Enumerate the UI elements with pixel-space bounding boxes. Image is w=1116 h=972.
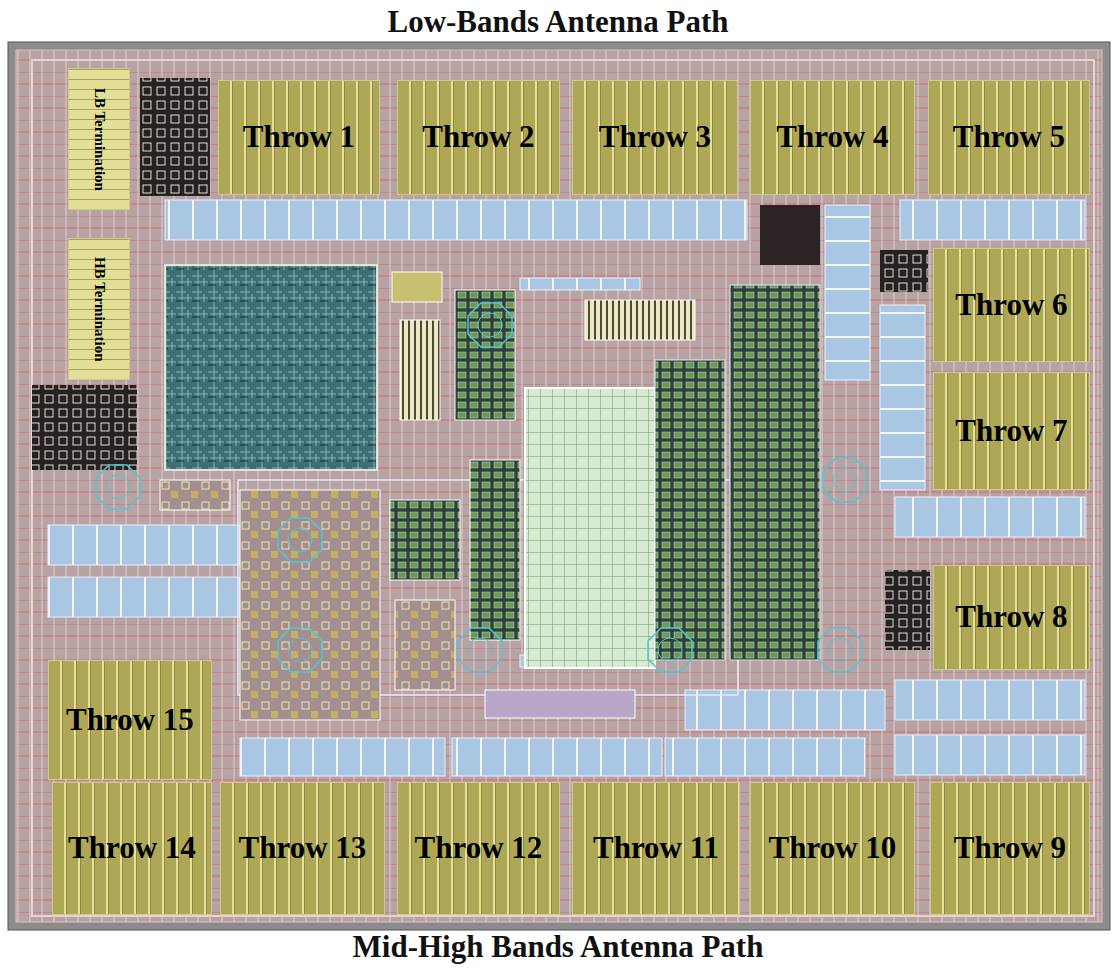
termination-block: LB Termination <box>68 68 130 210</box>
layout-shape <box>452 738 662 776</box>
layout-shape <box>278 518 322 562</box>
node-label: Throw 12 <box>415 831 543 865</box>
layout-shape <box>240 490 380 720</box>
layout-shape <box>730 285 820 660</box>
throw-switch: Throw 7 <box>933 372 1090 490</box>
inductor-octagons <box>78 138 867 672</box>
layout-shape <box>140 78 210 196</box>
node-label: Throw 11 <box>593 831 719 865</box>
diagram-title: Low-Bands Antenna Path <box>0 4 1116 40</box>
layout-shape <box>895 735 1085 775</box>
node-label: Throw 10 <box>769 831 897 865</box>
node-label: Throw 2 <box>422 120 534 154</box>
layout-shape <box>665 738 865 776</box>
throw-switch: Throw 12 <box>397 782 560 915</box>
throw-switch: Throw 15 <box>48 660 212 780</box>
node-label: Throw 13 <box>239 831 367 865</box>
layout-shape <box>240 738 445 776</box>
layout-shape <box>818 628 862 672</box>
layout-shape <box>825 205 870 380</box>
layout-shape <box>648 628 692 672</box>
layout-shape <box>96 465 140 509</box>
throw-switch: Throw 9 <box>930 782 1090 915</box>
throw-switch: Throw 5 <box>928 80 1090 195</box>
throw-switch: Throw 13 <box>220 782 385 915</box>
layout-shape <box>392 272 442 302</box>
throw-switch: Throw 8 <box>933 565 1090 670</box>
throw-switch: Throw 2 <box>397 80 560 195</box>
circuit-blocks <box>160 265 820 720</box>
layout-shape <box>165 265 377 470</box>
layout-shape <box>485 690 635 718</box>
layout-shape <box>880 250 928 292</box>
node-label: Throw 7 <box>955 414 1067 448</box>
layout-shape <box>900 200 1085 240</box>
layout-shape <box>48 525 240 565</box>
layout-shape <box>520 278 640 290</box>
layout-shape <box>823 458 867 502</box>
layout-shape <box>470 460 520 640</box>
layout-shape <box>655 360 725 660</box>
node-label: Throw 4 <box>776 120 888 154</box>
layout-shape <box>395 600 455 690</box>
termination-block: HB Termination <box>68 238 130 380</box>
layout-shape <box>458 628 502 672</box>
layout-shape <box>895 680 1085 720</box>
node-label: HB Termination <box>90 257 107 362</box>
node-label: Throw 15 <box>66 703 194 737</box>
node-label: Throw 9 <box>954 831 1066 865</box>
layout-shape <box>885 570 930 650</box>
node-label: Throw 3 <box>599 120 711 154</box>
node-label: Throw 1 <box>243 120 355 154</box>
chip-core <box>16 50 1102 922</box>
layout-shape <box>585 300 695 340</box>
throw-switch: Throw 4 <box>750 80 915 195</box>
throw-switch: Throw 10 <box>750 782 915 915</box>
throw-switch: Throw 14 <box>52 782 212 915</box>
node-label: Throw 6 <box>955 288 1067 322</box>
layout-shape <box>400 320 440 420</box>
layout-shape <box>685 690 885 730</box>
layout-shape <box>48 577 240 617</box>
layout-shape <box>468 303 512 347</box>
layout-shape <box>525 388 655 668</box>
layout-shape <box>895 497 1085 537</box>
layout-shape <box>278 628 322 672</box>
chip-frame <box>8 42 1110 930</box>
seal-ring <box>32 60 1094 916</box>
layout-shape <box>760 205 820 265</box>
layout-shape <box>390 500 460 580</box>
throw-switch: Throw 3 <box>572 80 738 195</box>
diagram-caption: Mid-High Bands Antenna Path <box>0 929 1116 965</box>
node-label: Throw 5 <box>953 120 1065 154</box>
layout-shape <box>165 200 747 240</box>
throw-switch: Throw 11 <box>572 782 740 915</box>
layout-shape <box>32 385 137 470</box>
throw-switch: Throw 1 <box>218 80 380 195</box>
node-label: Throw 8 <box>955 600 1067 634</box>
layout-shape <box>880 305 925 490</box>
layout-shape <box>160 480 230 510</box>
node-label: Throw 14 <box>68 831 196 865</box>
node-label: LB Termination <box>90 88 107 191</box>
layout-shape <box>455 290 515 420</box>
throw-switch: Throw 6 <box>933 248 1090 362</box>
